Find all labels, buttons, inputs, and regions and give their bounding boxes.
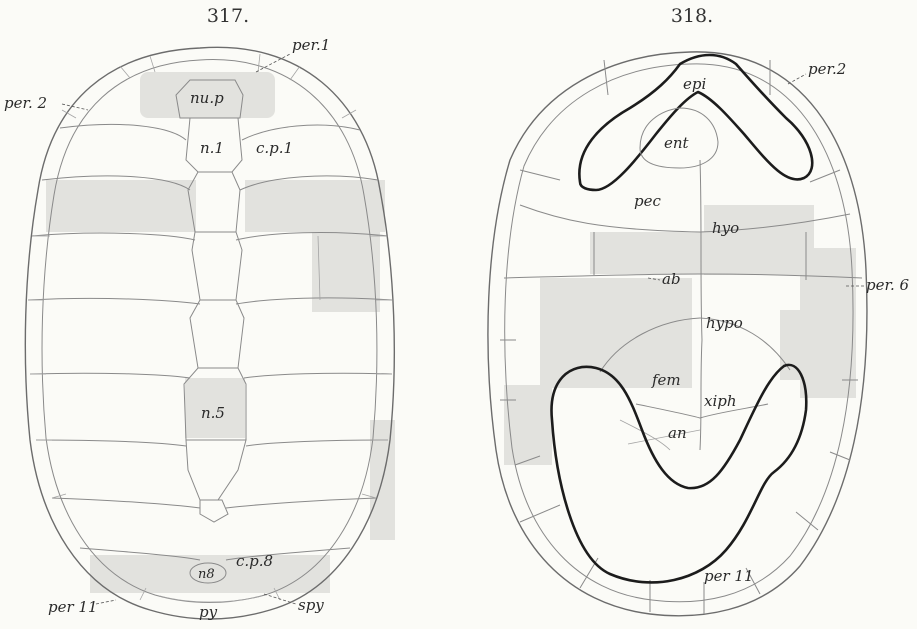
label-epi: epi [683,75,706,93]
label-per11: per 11 [48,598,98,616]
label-per11-plastron: per 11 [704,567,754,585]
label-nup: nu.p [190,89,224,107]
label-hypo: hypo [706,314,743,332]
label-hyo: hyo [712,219,739,237]
label-an: an [668,424,687,442]
label-per6: per. 6 [866,276,910,294]
carapace-labels: per.1 per. 2 nu.p n.1 c.p.1 n.5 n8 c.p.8… [4,36,330,621]
label-xiph: xiph [704,392,737,410]
label-spy: spy [298,596,324,614]
label-ab: ab [662,270,681,288]
label-per1: per.1 [292,36,330,54]
figure-number-318: 318. [671,5,713,27]
label-n8: n8 [198,567,215,582]
label-per2-plastron: per.2 [808,60,846,78]
label-pec: pec [634,192,661,210]
figure-number-317: 317. [207,5,249,27]
carapace-outline [25,47,394,619]
carapace-figure-317: 317. [4,5,395,621]
plastron-figure-318: 318. [488,5,910,616]
label-cp8: c.p.8 [236,552,273,570]
label-per2: per. 2 [4,94,47,112]
label-cp1: c.p.1 [256,139,293,157]
label-py: py [199,603,218,621]
label-n5: n.5 [201,404,225,422]
label-n1: n.1 [200,139,224,157]
label-fem: fem [651,371,681,389]
posterior-notch-outline [552,365,807,583]
label-ent: ent [664,134,690,152]
